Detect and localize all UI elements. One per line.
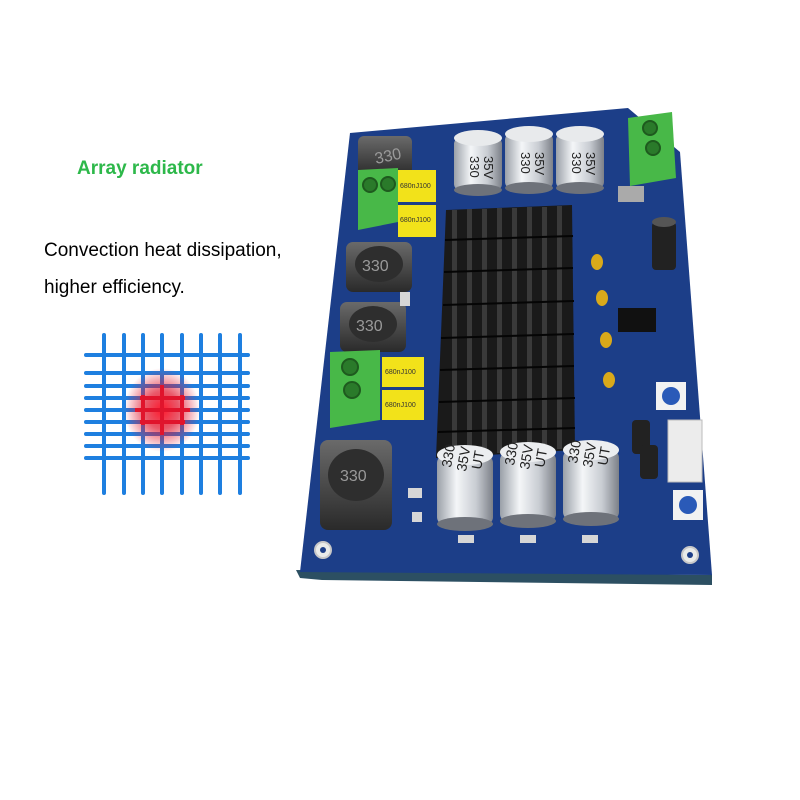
array-radiator-illustration — [84, 333, 250, 495]
heat-core — [135, 385, 190, 435]
svg-text:330: 330 — [373, 146, 403, 168]
svg-text:330: 330 — [362, 258, 389, 275]
svg-text:680nJ100: 680nJ100 — [400, 183, 431, 190]
svg-text:35V: 35V — [481, 156, 496, 179]
description: Convection heat dissipation, higher effi… — [44, 232, 282, 306]
svg-text:330: 330 — [356, 318, 383, 335]
svg-text:35V: 35V — [516, 443, 536, 471]
svg-text:330: 330 — [438, 443, 458, 469]
inductors: 330 330 330 330 — [320, 136, 412, 530]
svg-text:330: 330 — [569, 152, 584, 174]
terminal-blocks — [330, 112, 676, 428]
headline: Array radiator — [77, 158, 203, 179]
solder-pads — [400, 292, 598, 543]
svg-text:330: 330 — [467, 156, 482, 178]
svg-text:35V: 35V — [583, 152, 598, 175]
heatsink — [436, 205, 576, 458]
small-components — [591, 186, 703, 520]
svg-text:UT: UT — [468, 449, 487, 471]
svg-text:330: 330 — [340, 468, 367, 485]
svg-text:680nJ100: 680nJ100 — [400, 217, 431, 224]
svg-text:35V: 35V — [532, 152, 547, 175]
svg-text:680nJ100: 680nJ100 — [385, 369, 416, 376]
svg-text:35V: 35V — [453, 445, 473, 473]
svg-text:330: 330 — [501, 441, 521, 467]
description-line-1: Convection heat dissipation, — [44, 240, 282, 261]
svg-text:330: 330 — [518, 152, 533, 174]
svg-text:330: 330 — [564, 439, 584, 465]
svg-text:680nJ100: 680nJ100 — [385, 402, 416, 409]
description-line-2: higher efficiency. — [44, 277, 185, 298]
svg-text:35V: 35V — [579, 441, 599, 469]
svg-text:UT: UT — [531, 447, 550, 469]
svg-text:UT: UT — [594, 445, 613, 467]
bottom-capacitors: 330 35V UT 330 35V UT 330 35V UT — [437, 439, 619, 531]
top-capacitors: 330 35V 330 35V 330 35V — [454, 126, 604, 196]
film-capacitors: 680nJ100 680nJ100 680nJ100 680nJ100 — [382, 170, 436, 420]
